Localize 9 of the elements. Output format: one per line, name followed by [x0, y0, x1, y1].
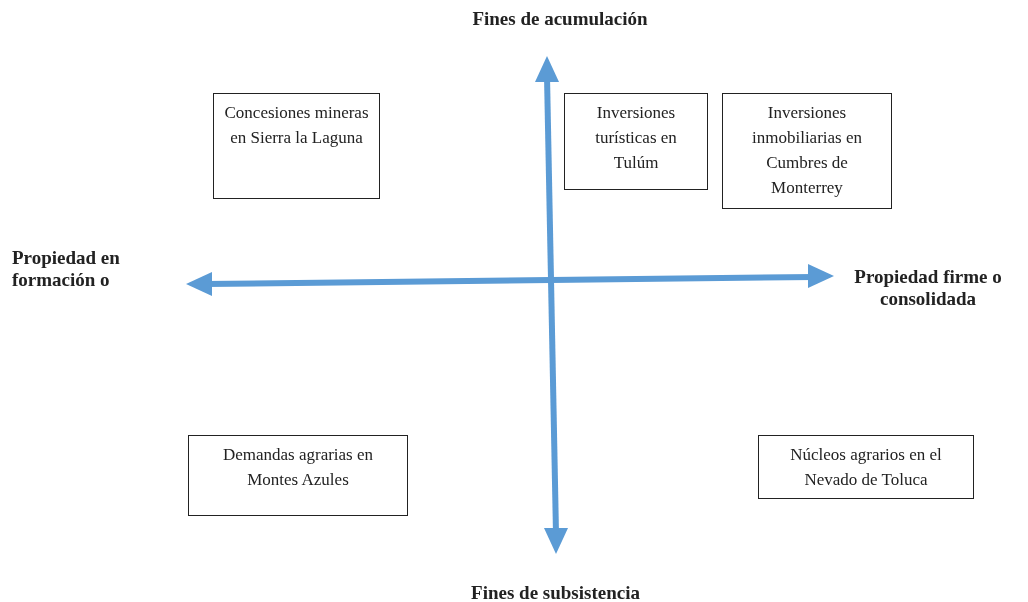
- axis-label: Fines de subsistencia: [470, 582, 641, 602]
- axis-label: Fines de acumulación: [471, 8, 649, 30]
- text-box: Inversiones inmobiliarias en Cumbres de Monterrey: [722, 93, 892, 209]
- axis-label: Propiedad en formación o: [12, 247, 121, 291]
- axis-label: Propiedad firme o consolidada: [853, 266, 1003, 310]
- text-box: Concesiones mineras en Sierra la Laguna: [213, 93, 380, 199]
- text-box: Inversiones turísticas en Tulúm: [564, 93, 708, 190]
- text-box: Demandas agrarias en Montes Azules: [188, 435, 408, 516]
- text-box: Núcleos agrarios en el Nevado de Toluca: [758, 435, 974, 499]
